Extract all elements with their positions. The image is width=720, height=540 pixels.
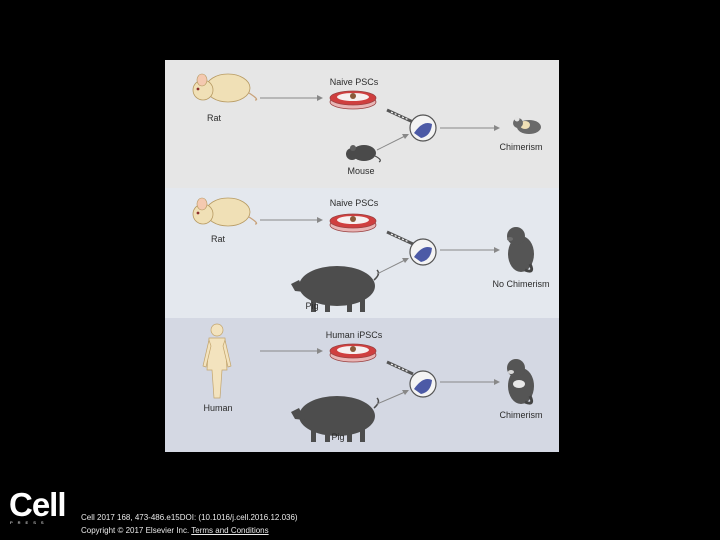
pipette-icon — [387, 362, 413, 374]
panel-rat-to-pig: Rat Naive PSCs Pig No Chimerism — [165, 188, 559, 318]
donor-label: Rat — [211, 234, 225, 244]
blastocyst-injection-icon — [410, 239, 436, 265]
host-label: Pig — [331, 432, 344, 442]
rat-illustration — [193, 74, 257, 102]
blastocyst-injection-icon — [410, 115, 436, 141]
cells-label: Human iPSCs — [326, 330, 383, 340]
panel-human-to-pig: Human Human iPSCs Pig Chimerism — [165, 318, 559, 452]
pipette-icon — [387, 110, 413, 122]
arrow-host-to-injection — [377, 392, 405, 404]
donor-label: Rat — [207, 113, 221, 123]
rat-illustration — [193, 198, 257, 226]
outcome-label: Chimerism — [499, 410, 542, 420]
host-label: Pig — [305, 301, 318, 311]
donor-label: Human — [203, 403, 232, 413]
terms-and-conditions-link[interactable]: Terms and Conditions — [191, 526, 268, 535]
human-illustration — [203, 324, 231, 398]
citation-text: Cell 2017 168, 473-486.e15DOI: (10.1016/… — [81, 513, 298, 522]
outcome-label: No Chimerism — [492, 279, 549, 289]
outcome-label: Chimerism — [499, 142, 542, 152]
pig-fetus-illustration — [507, 227, 534, 272]
figure: Rat Naive PSCs Mouse Chimerism — [165, 60, 559, 452]
chimeric-pig-fetus-illustration — [507, 359, 534, 404]
cells-label: Naive PSCs — [330, 77, 379, 87]
pig-illustration — [291, 266, 378, 312]
petri-dish-icon — [330, 214, 376, 232]
copyright-text: Copyright © 2017 Elsevier Inc. — [81, 526, 189, 535]
cell-press-logo: Cell — [9, 486, 66, 524]
arrow-host-to-injection — [377, 136, 405, 150]
cells-label: Naive PSCs — [330, 198, 379, 208]
host-label: Mouse — [347, 166, 374, 176]
cell-press-logo-sub: PRESS — [10, 520, 49, 525]
copyright-line: Copyright © 2017 Elsevier Inc. Terms and… — [81, 526, 269, 535]
mouse-illustration — [346, 145, 380, 162]
chimeric-mouse-illustration — [513, 117, 541, 135]
panel-rat-to-mouse: Rat Naive PSCs Mouse Chimerism — [165, 60, 559, 188]
petri-dish-icon — [330, 91, 376, 109]
blastocyst-injection-icon — [410, 371, 436, 397]
arrow-host-to-injection — [377, 260, 405, 274]
petri-dish-icon — [330, 344, 376, 362]
pipette-icon — [387, 232, 413, 244]
